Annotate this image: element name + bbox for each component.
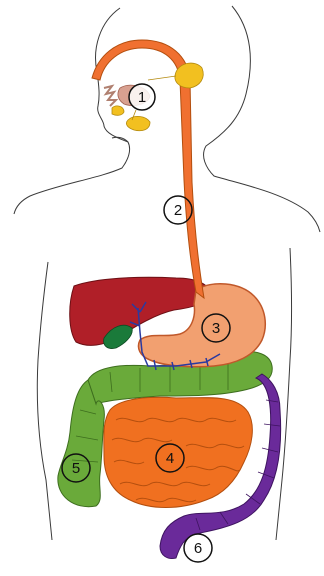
- label-4-text: 4: [166, 450, 174, 467]
- head-back-outline: [204, 6, 320, 232]
- label-5-text: 5: [72, 460, 80, 477]
- teeth: [104, 86, 116, 106]
- sublingual-gland: [112, 106, 124, 115]
- submandibular-gland: [126, 116, 150, 130]
- label-1-text: 1: [138, 89, 146, 106]
- label-2-text: 2: [174, 202, 182, 219]
- left-torso-outline: [37, 262, 52, 540]
- label-6: 6: [184, 534, 212, 562]
- label-1: 1: [129, 84, 155, 110]
- parotid-gland: [175, 63, 203, 88]
- label-6-text: 6: [194, 540, 202, 557]
- right-torso-outline: [276, 248, 292, 540]
- small-intestine-mass: [104, 397, 253, 507]
- small-intestine: [104, 397, 253, 507]
- label-3-text: 3: [212, 320, 220, 337]
